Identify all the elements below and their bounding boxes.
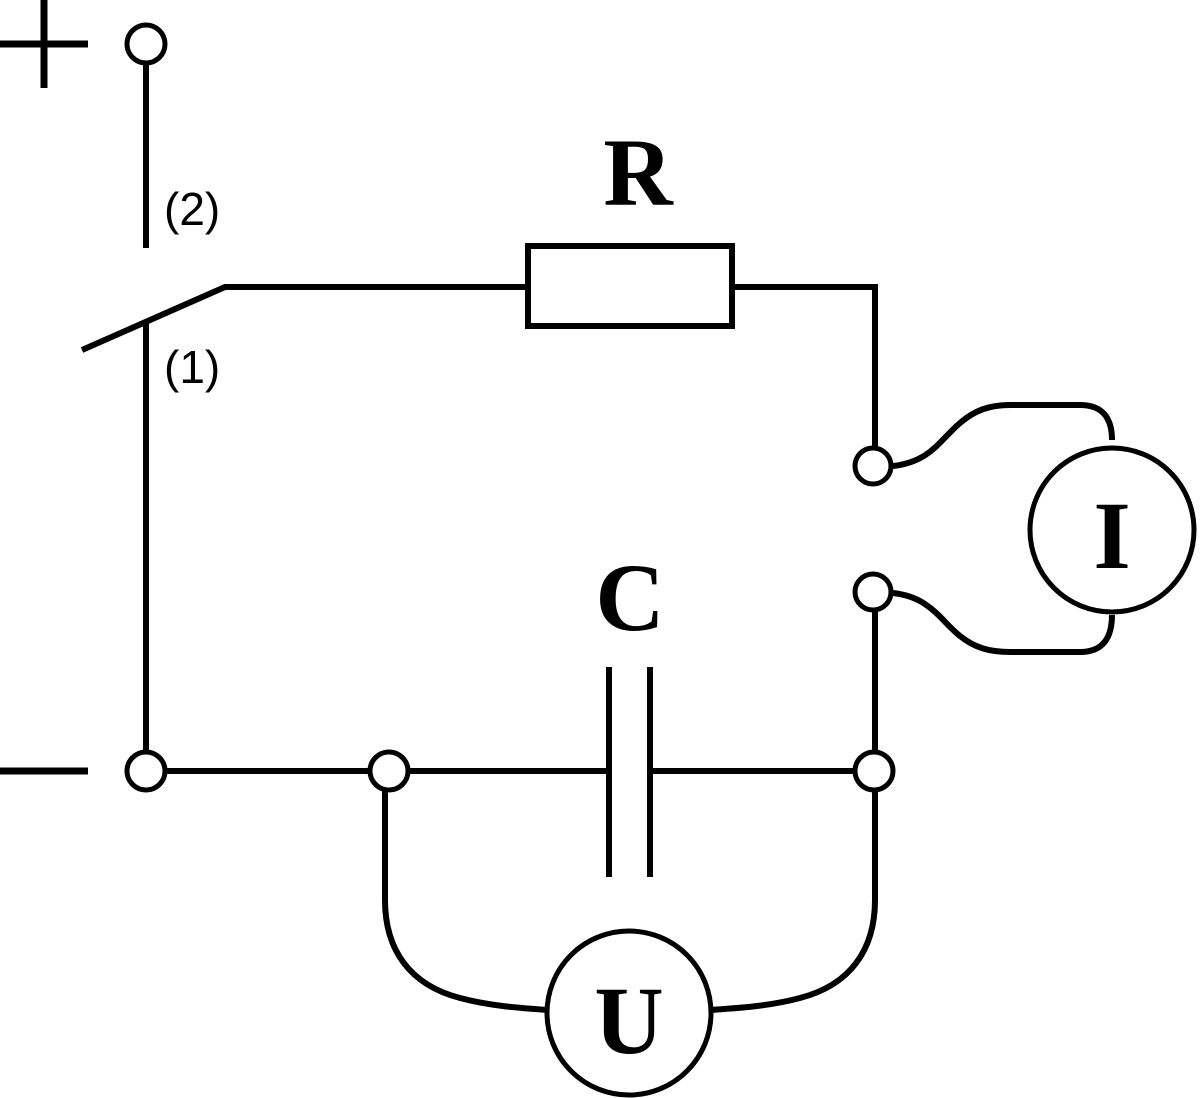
- ammeter-terminal-upper: [852, 445, 894, 487]
- resistor-label: R: [603, 119, 674, 226]
- voltmeter-right-lead: [709, 790, 878, 1013]
- ammeter-terminal-lower: [852, 571, 894, 613]
- switch-position-2-label: (2): [164, 183, 220, 235]
- voltmeter-label: U: [594, 967, 663, 1074]
- resistor-body: [525, 243, 735, 329]
- voltmeter-circle: [544, 928, 714, 1098]
- voltmeter-left-lead: [382, 790, 549, 1013]
- ammeter-label: I: [1093, 482, 1130, 589]
- positive-terminal: [124, 22, 168, 66]
- switch-blade: [80, 284, 528, 353]
- negative-terminal: [124, 749, 168, 793]
- switch-position-1-label: (1): [164, 341, 220, 393]
- voltmeter-node-left: [367, 749, 411, 793]
- ammeter-upper-lead: [892, 402, 1115, 469]
- capacitor-label: C: [595, 544, 664, 651]
- resistor-right-wire: [732, 284, 878, 446]
- ammeter-circle: [1027, 445, 1197, 615]
- voltmeter-node-right: [852, 749, 896, 793]
- plus-sign: [0, 0, 88, 88]
- ammeter-lower-lead: [892, 590, 1115, 655]
